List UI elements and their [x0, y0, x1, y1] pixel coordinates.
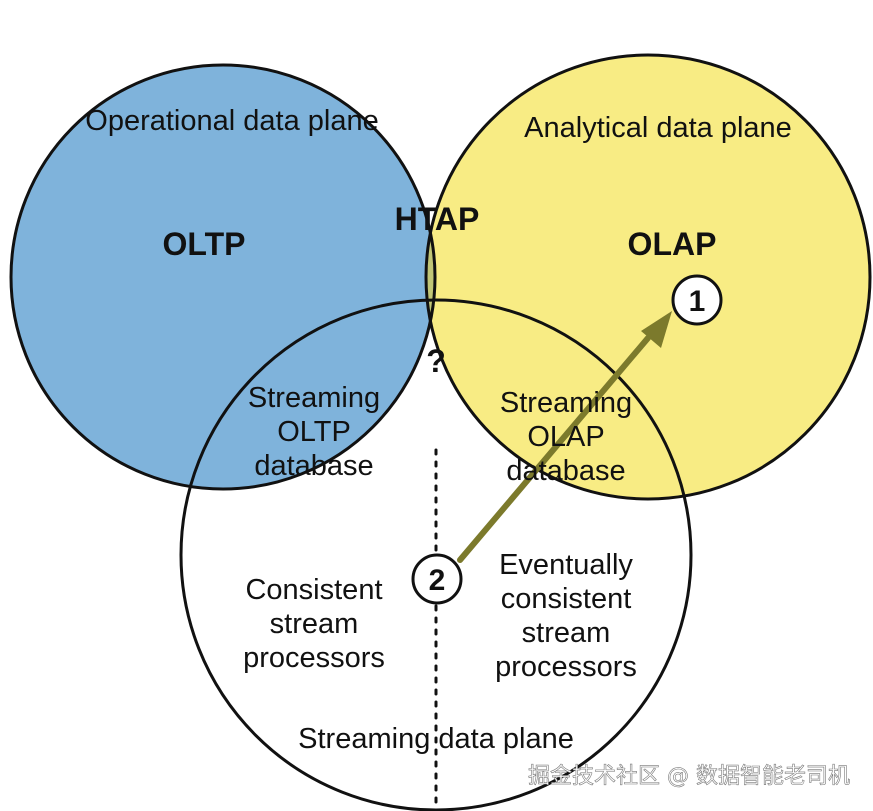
operational-circle-outline — [9, 63, 437, 491]
consistent-processors-line: stream — [270, 608, 359, 640]
streaming-olap-label: Streaming OLAP database — [500, 387, 632, 487]
center-question-label: ? — [426, 343, 446, 379]
operational-plane-label: Operational data plane — [85, 105, 378, 137]
streaming-olap-line: database — [506, 455, 625, 487]
eventual-processors-line: processors — [495, 651, 637, 683]
streaming-olap-line: Streaming — [500, 387, 632, 419]
streaming-plane-label: Streaming data plane — [298, 723, 574, 755]
eventual-processors-line: Eventually — [499, 549, 633, 581]
consistent-processors-label: Consistent stream processors — [243, 574, 385, 674]
watermark-text: 掘金技术社区 @ 数据智能老司机 — [528, 764, 850, 789]
streaming-olap-line: OLAP — [527, 421, 604, 453]
arrow-head — [641, 311, 672, 348]
marker-one: 1 — [671, 274, 723, 326]
streaming-oltp-line: OLTP — [277, 416, 351, 448]
arrow-shaft — [457, 335, 651, 563]
oltp-label: OLTP — [163, 226, 246, 262]
streaming-oltp-label: Streaming OLTP database — [248, 382, 380, 482]
streaming-oltp-line: database — [254, 450, 373, 482]
streaming-oltp-line: Streaming — [248, 382, 380, 414]
marker-two-circle — [411, 553, 463, 605]
analytical-plane-label: Analytical data plane — [524, 112, 792, 144]
consistent-processors-line: Consistent — [245, 574, 382, 606]
eventual-processors-label: Eventually consistent stream processors — [495, 549, 637, 683]
marker-one-number: 1 — [689, 285, 706, 318]
olap-label: OLAP — [628, 226, 717, 262]
marker-two: 2 — [411, 553, 463, 605]
eventual-processors-line: consistent — [501, 583, 632, 615]
operational-circle-fill — [11, 65, 435, 489]
arrow — [457, 311, 672, 563]
consistent-processors-line: processors — [243, 642, 385, 674]
eventual-processors-line: stream — [522, 617, 611, 649]
marker-one-circle — [671, 274, 723, 326]
analytical-circle-fill — [426, 55, 870, 499]
analytical-circle-outline — [424, 53, 872, 501]
marker-two-number: 2 — [429, 564, 446, 597]
htap-label: HTAP — [395, 201, 480, 237]
streaming-circle-outline — [179, 298, 693, 811]
